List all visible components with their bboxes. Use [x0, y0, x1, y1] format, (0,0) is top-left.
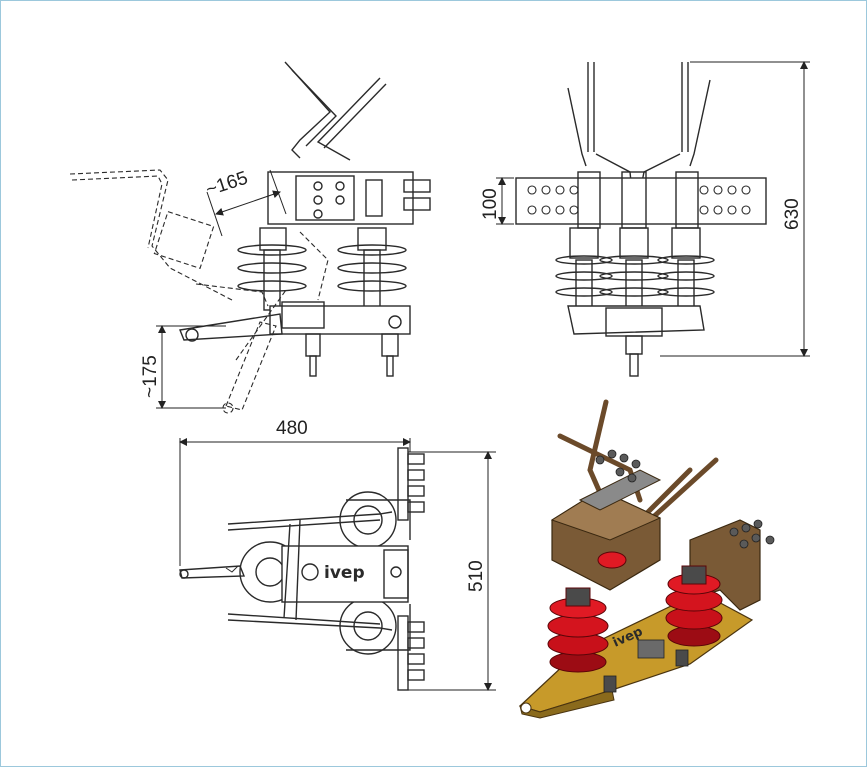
- front-view: [515, 62, 767, 377]
- dim-drop-height: ~175: [140, 325, 226, 409]
- dim-label-width: 510: [466, 560, 487, 592]
- dim-overall-length: 480: [179, 418, 411, 566]
- logo-text-top: ivep: [324, 563, 365, 583]
- dim-label-drop: ~175: [140, 355, 161, 398]
- top-view: [179, 447, 425, 691]
- dim-label-bracket: 100: [480, 188, 501, 220]
- dim-overall-width: 510: [408, 451, 496, 691]
- dim-label-length: 480: [276, 418, 308, 439]
- dim-label-arm: ~165: [203, 168, 250, 201]
- dim-bracket-height: 100: [480, 177, 514, 225]
- isometric-render: ivep: [518, 399, 775, 719]
- dim-label-height: 630: [782, 198, 803, 230]
- side-view: [69, 61, 431, 414]
- dim-overall-height: 630: [660, 61, 810, 357]
